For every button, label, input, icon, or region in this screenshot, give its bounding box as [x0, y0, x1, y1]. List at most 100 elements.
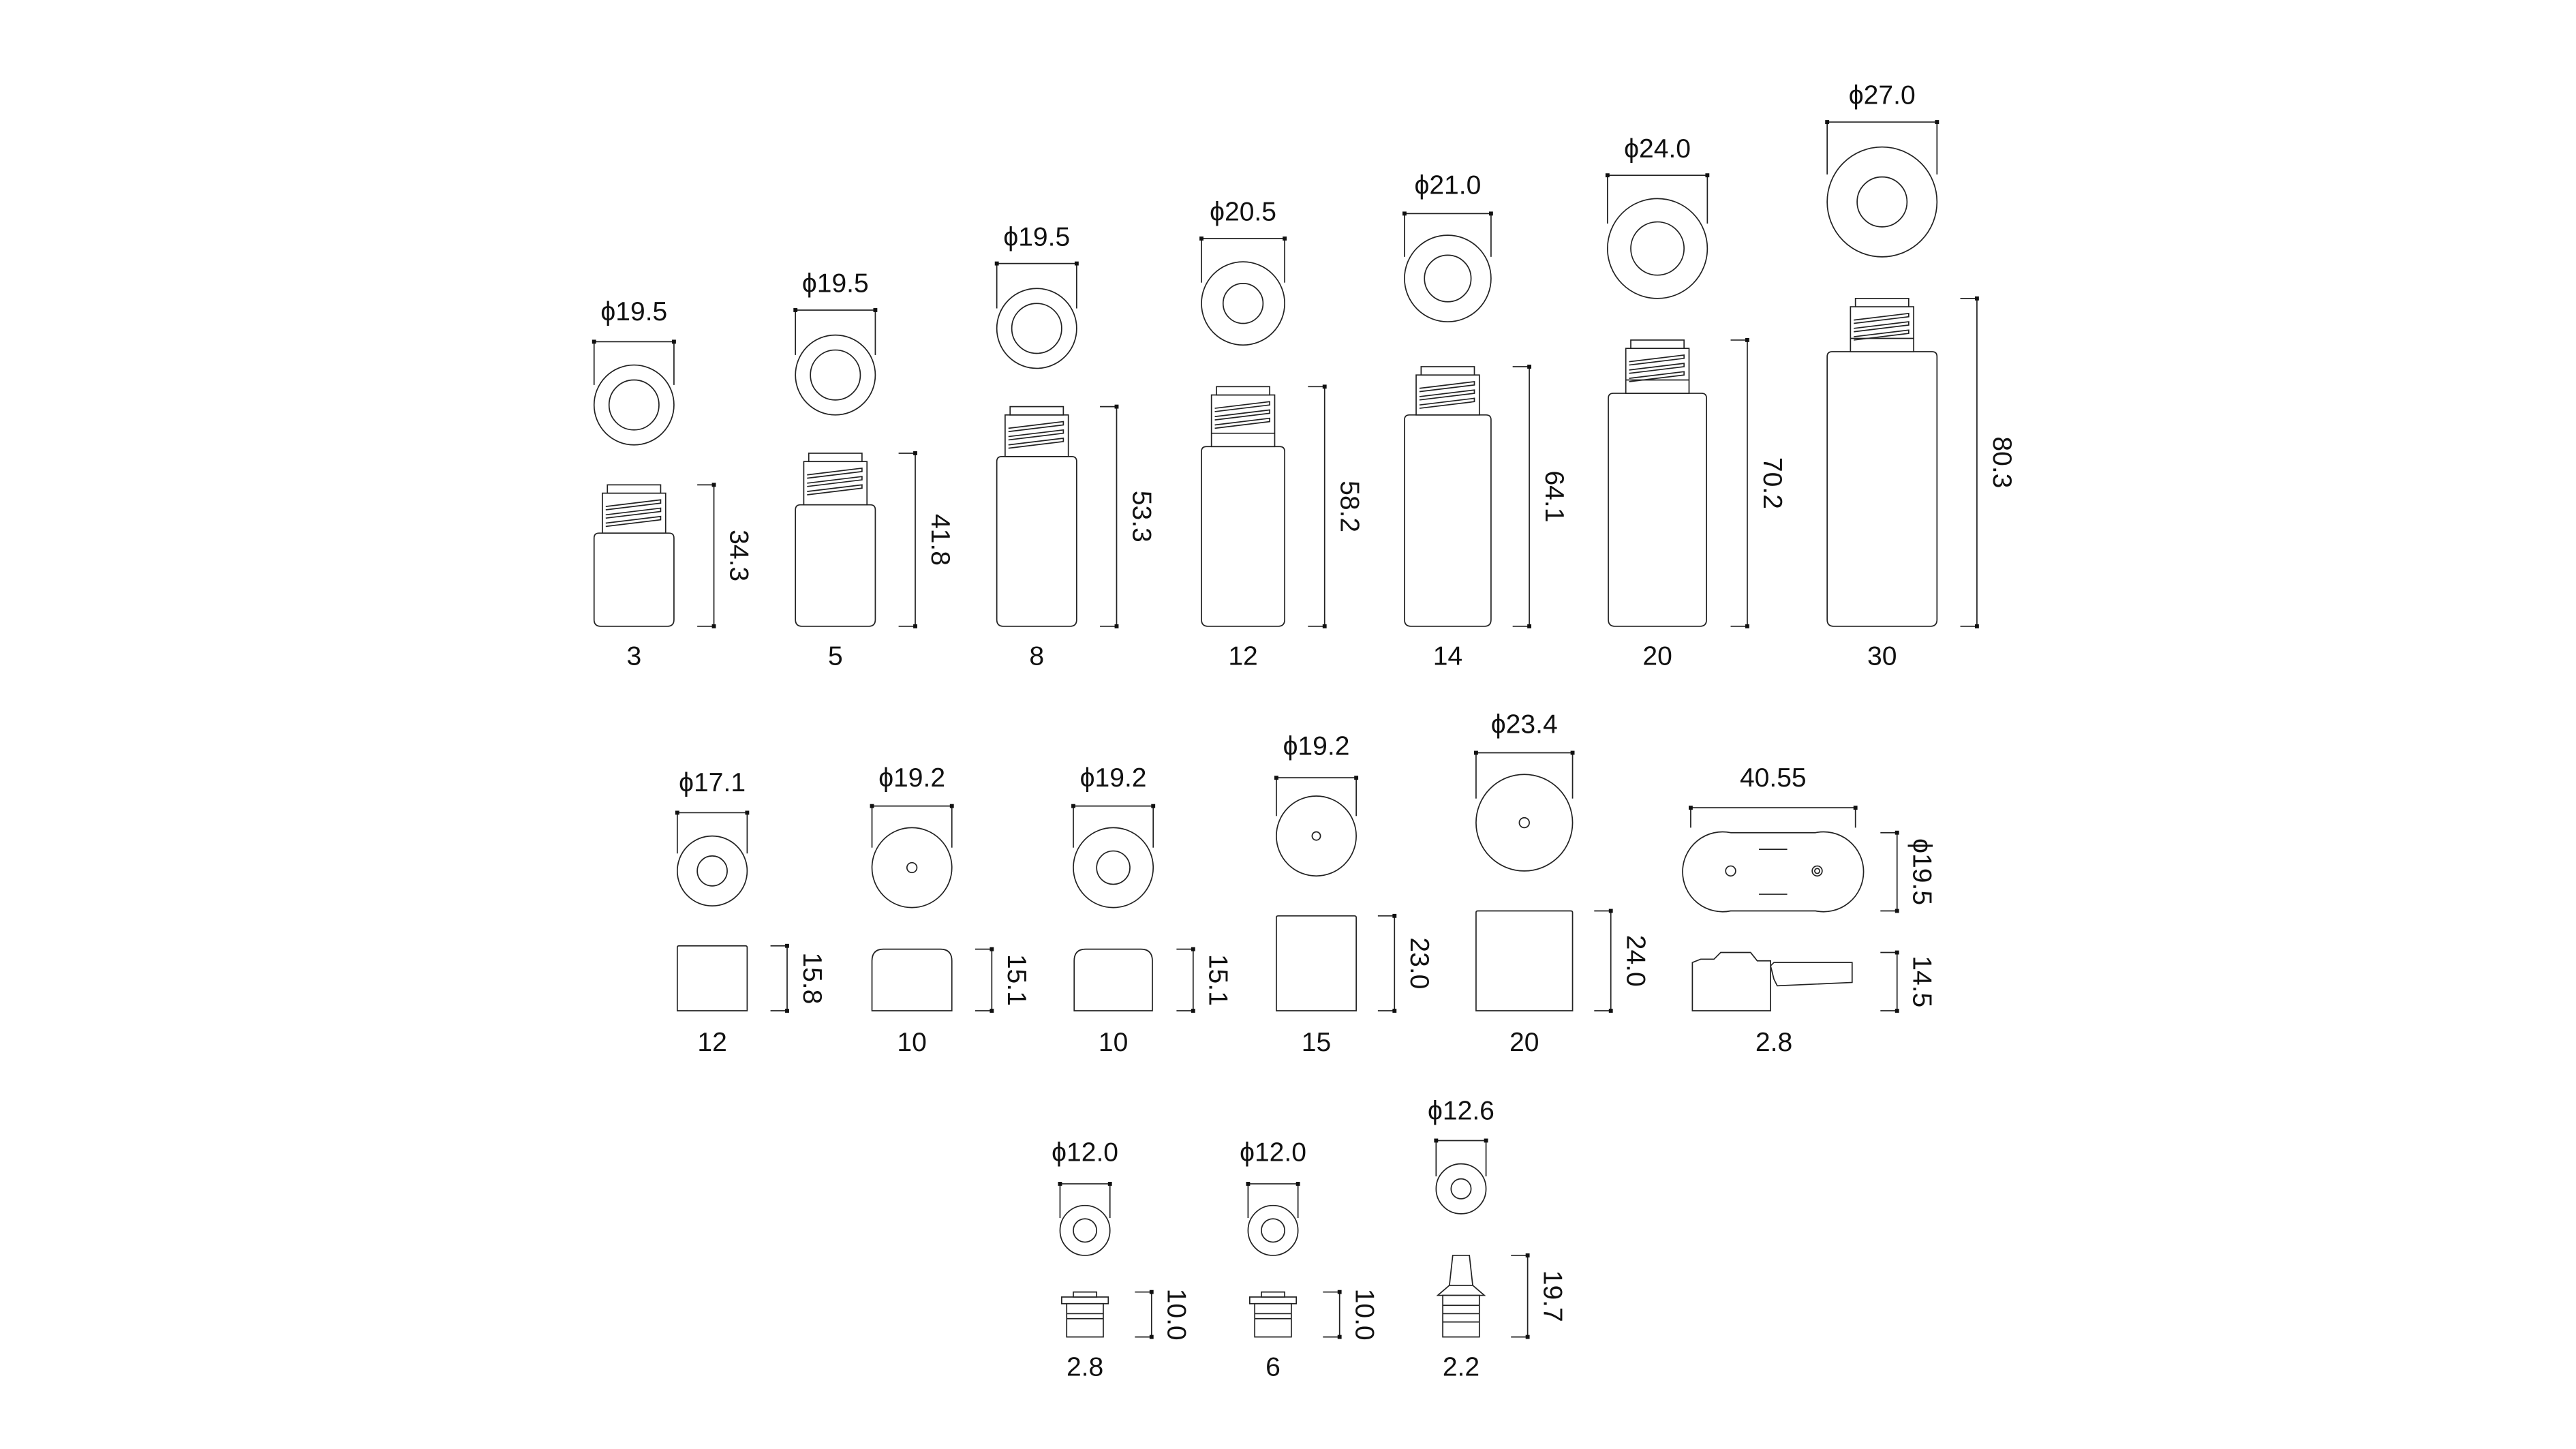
- bottle-top-view-hole: [810, 349, 861, 401]
- capacity-label: 3: [626, 642, 641, 671]
- plug-item: ϕ12.010.06: [1240, 1138, 1379, 1382]
- bottle-body: [593, 532, 675, 627]
- dimension-tick: [1058, 1182, 1062, 1186]
- dimension-tick: [1071, 804, 1075, 808]
- dimension-tick: [1274, 776, 1278, 780]
- cap-item: ϕ19.215.110: [870, 763, 1031, 1057]
- dimension-tick: [592, 339, 596, 344]
- diameter-label: ϕ12.6: [1428, 1096, 1494, 1125]
- dimension-tick: [1246, 1182, 1251, 1186]
- plug-flange: [1061, 1296, 1109, 1305]
- diameter-label: ϕ21.0: [1414, 171, 1481, 200]
- dimension-tick: [1392, 913, 1397, 918]
- cap-side-view: [1073, 948, 1153, 1011]
- cap-top-view: [1276, 795, 1357, 877]
- dimension-tick: [1191, 1009, 1195, 1013]
- plug-lip: [1261, 1291, 1285, 1298]
- height-label: 58.2: [1335, 481, 1364, 532]
- dimension-tick: [1825, 120, 1830, 124]
- bottle-lip: [1854, 298, 1910, 307]
- dimension-tick: [1337, 1334, 1342, 1339]
- height-label: 70.2: [1758, 457, 1787, 509]
- flip-cap-body: [1691, 951, 1771, 1011]
- dimension-tick: [1151, 804, 1156, 808]
- height-label: 10.0: [1162, 1289, 1191, 1341]
- bottle-neck: [1415, 374, 1480, 416]
- nozzle-tip: [1448, 1255, 1474, 1286]
- dimension-tick: [1322, 384, 1327, 389]
- bottle-body: [996, 456, 1077, 627]
- dimension-tick: [1570, 750, 1575, 755]
- dimension-tick: [1107, 1182, 1112, 1186]
- thread-line: [807, 476, 863, 487]
- diameter-label: ϕ17.1: [679, 768, 746, 797]
- diameter-label: ϕ12.0: [1052, 1138, 1118, 1167]
- thread-line: [605, 515, 662, 528]
- cap-item: ϕ19.223.015: [1274, 731, 1434, 1057]
- bottle-item: ϕ21.064.114: [1402, 171, 1569, 671]
- dimension-tick: [1608, 1009, 1613, 1013]
- dimension-tick: [990, 947, 994, 951]
- thread-line: [1854, 329, 1910, 341]
- dimension-tick: [1605, 173, 1610, 178]
- dimension-tick: [793, 308, 798, 312]
- dimension-tick: [1149, 1290, 1154, 1294]
- bottle-top-view-hole: [1011, 303, 1062, 354]
- height-label: 23.0: [1405, 937, 1434, 989]
- thread-line: [1419, 389, 1475, 401]
- bottle-top-view: [1826, 146, 1938, 258]
- bottle-top-view: [593, 364, 675, 446]
- diameter-label: ϕ19.5: [1003, 222, 1070, 251]
- height-label: 80.3: [1987, 436, 2017, 488]
- bottle-item: ϕ27.080.330: [1825, 81, 2017, 671]
- bottle-top-view-hole: [1424, 254, 1472, 303]
- bottle-item: ϕ19.541.85: [793, 269, 955, 671]
- thread-line: [1629, 371, 1685, 382]
- dimension-tick: [672, 339, 676, 344]
- bottle-top-view: [1404, 234, 1492, 322]
- bottle-item: ϕ19.553.38: [994, 222, 1156, 671]
- bottle-top-view: [1201, 261, 1285, 346]
- cap-side-view: [1475, 910, 1574, 1011]
- flip-cap-top-view: [1682, 831, 1865, 913]
- plug-body: [1254, 1302, 1292, 1338]
- dimension-tick: [1322, 624, 1327, 628]
- dimension-tick: [1895, 950, 1899, 955]
- thread-line: [605, 507, 662, 519]
- bottle-lip: [1420, 366, 1475, 376]
- bottle-neck: [1210, 394, 1276, 448]
- dimension-tick: [1392, 1009, 1397, 1013]
- height-label: 34.3: [724, 530, 753, 581]
- thread-line: [1008, 438, 1064, 449]
- plug-top-view: [1247, 1204, 1299, 1256]
- nozzle-flange: [1436, 1285, 1486, 1296]
- dimension-tick: [1975, 624, 1979, 628]
- dimension-tick: [1114, 404, 1119, 409]
- plug-lip: [1073, 1291, 1098, 1298]
- thread-line: [1629, 354, 1685, 366]
- plug-top-view-hole: [1261, 1218, 1285, 1243]
- cap-side-view: [1276, 915, 1357, 1011]
- dimension-tick: [1337, 1290, 1342, 1294]
- nozzle-body: [1442, 1294, 1480, 1338]
- height-label: 10.0: [1350, 1289, 1379, 1341]
- bottle-lip: [1216, 386, 1270, 396]
- height-label: 15.1: [1002, 954, 1031, 1006]
- dimension-tick: [1295, 1182, 1300, 1186]
- bottle-body: [1826, 351, 1938, 627]
- bottle-body: [1201, 446, 1285, 627]
- plug-top-view: [1435, 1163, 1487, 1215]
- capacity-label: 10: [1099, 1028, 1128, 1057]
- height-label: 41.8: [925, 514, 955, 566]
- cap-item: ϕ23.424.020: [1474, 710, 1651, 1057]
- thread-line: [807, 467, 863, 479]
- cap-top-view-hole: [696, 855, 728, 887]
- diameter-label: ϕ19.5: [1907, 838, 1937, 905]
- plug-body: [1066, 1302, 1104, 1338]
- cap-top-view-hole: [1096, 850, 1131, 885]
- cap-item: ϕ17.115.812: [675, 768, 827, 1057]
- dimension-tick: [1895, 1009, 1899, 1013]
- dimension-tick: [1745, 338, 1749, 342]
- plug-top-view-hole: [1450, 1178, 1472, 1200]
